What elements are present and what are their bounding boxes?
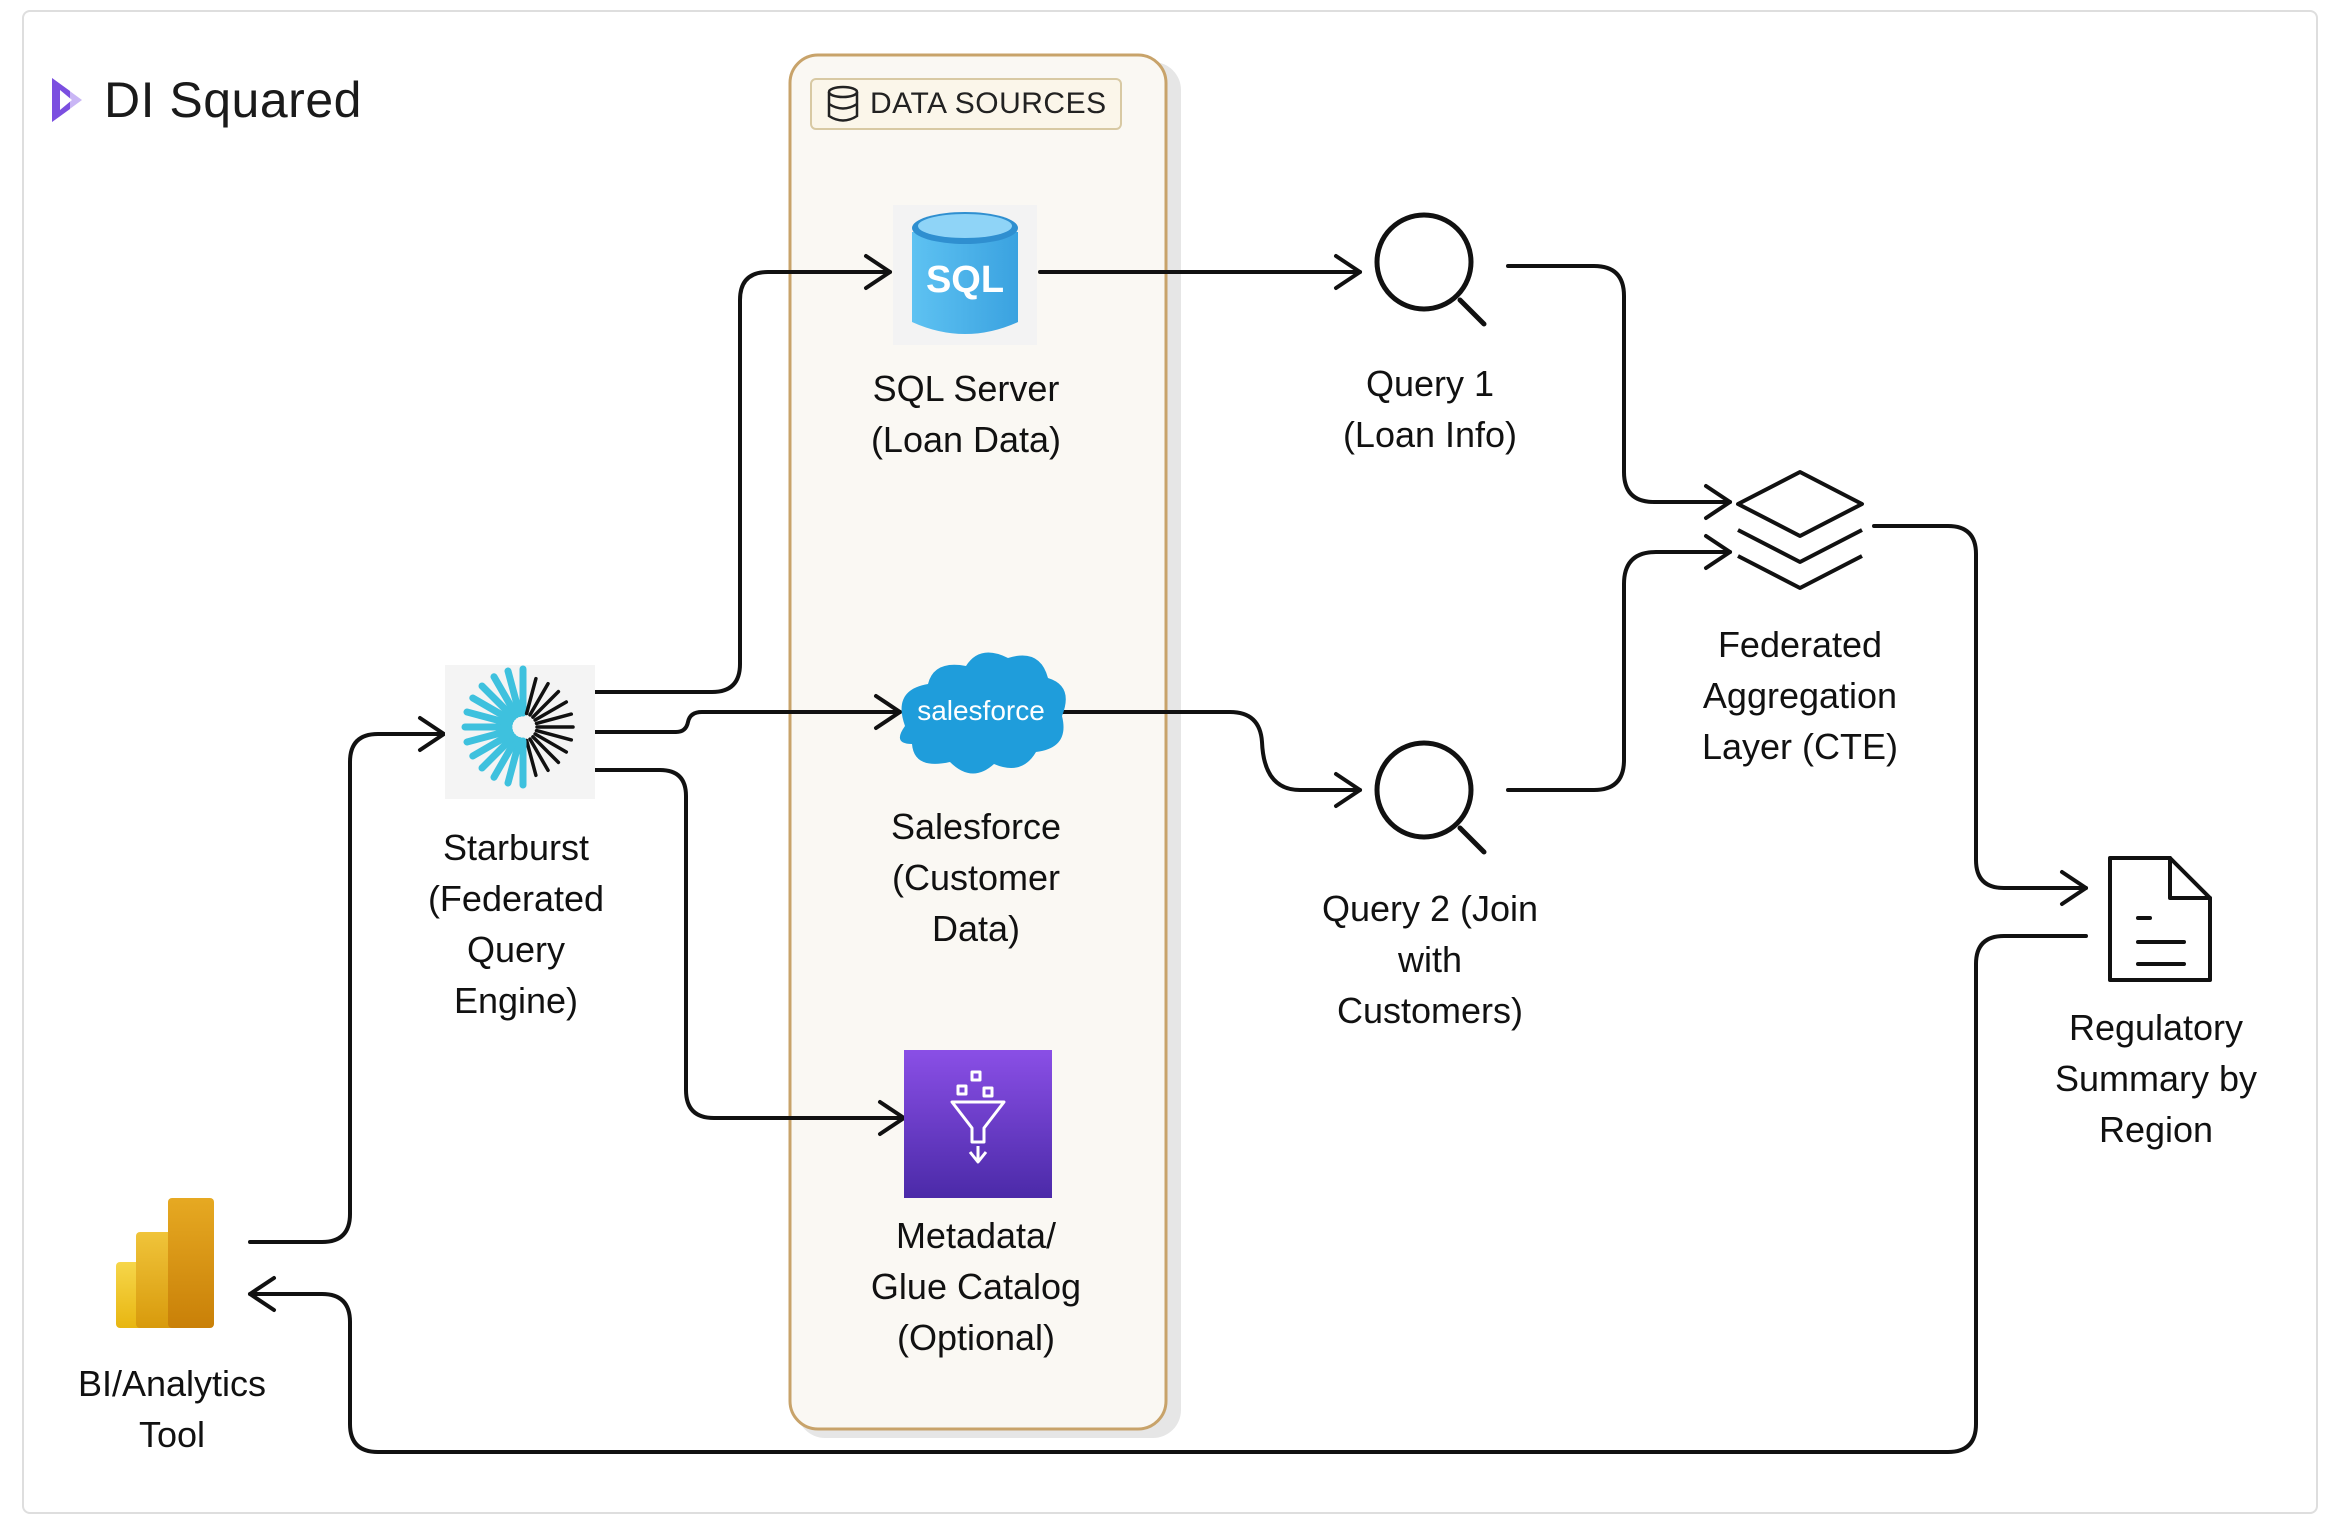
aggregation-label-line1: Federated: [1717, 624, 1883, 665]
query1-magnifier-icon: [1374, 212, 1487, 327]
salesforce-label-line3: Data): [931, 908, 1021, 949]
starburst-ray: [528, 737, 550, 773]
starburst-ray: [478, 733, 517, 772]
aggregation-label: Federated Aggregation Layer (CTE): [1660, 619, 1940, 772]
query2-label-line2: with: [1397, 939, 1463, 980]
glue-label-line1: Metadata/: [895, 1215, 1057, 1256]
starburst-ray: [490, 735, 520, 781]
arrowhead-query1: [1334, 254, 1362, 290]
starburst-ray: [531, 735, 561, 765]
salesforce-icon-text: salesforce: [917, 695, 1045, 726]
arrowhead-aggregation-bottom: [1704, 534, 1732, 570]
report-document-icon: [2108, 856, 2212, 982]
sql-server-icon: SQL: [893, 205, 1037, 345]
starburst-label-line4: Engine): [453, 980, 579, 1021]
data-sources-title: DATA SOURCES: [870, 87, 1107, 120]
starburst-ray: [533, 700, 569, 722]
arrowhead-aggregation-top: [1704, 484, 1732, 520]
glue-label-line2: Glue Catalog: [870, 1266, 1082, 1307]
starburst-label-line2: (Federated: [427, 878, 605, 919]
connector-starburst-to-glue: [590, 768, 906, 1120]
powerbi-icon: [116, 1198, 214, 1328]
brand-logo-icon: [52, 78, 82, 122]
brand: DI Squared: [48, 64, 362, 136]
connector-starburst-to-sql: [590, 270, 892, 694]
sql-server-label-line2: (Loan Data): [870, 419, 1062, 460]
arrowhead-query2: [1334, 772, 1362, 808]
report-label-line2: Summary by: [2054, 1058, 2258, 1099]
starburst-ray: [524, 738, 538, 778]
bi-tool-label-line2: Tool: [138, 1414, 206, 1455]
starburst-label: Starburst (Federated Query Engine): [396, 822, 636, 1026]
connector-salesforce-to-query2: [1060, 710, 1362, 792]
report-label: Regulatory Summary by Region: [2026, 1002, 2286, 1155]
starburst-ray: [534, 712, 574, 726]
connector-query1-to-aggregation: [1506, 264, 1732, 504]
starburst-ray: [478, 682, 517, 721]
starburst-ray: [469, 730, 515, 760]
report-label-line1: Regulatory: [2068, 1007, 2244, 1048]
query2-label: Query 2 (Join with Customers): [1290, 883, 1570, 1036]
arrowhead-report: [2060, 870, 2088, 906]
aggregation-label-line3: Layer (CTE): [1701, 726, 1899, 767]
starburst-ray: [533, 732, 569, 754]
bi-tool-label-line1: BI/Analytics: [77, 1363, 267, 1404]
glue-catalog-label: Metadata/ Glue Catalog (Optional): [826, 1210, 1126, 1363]
bi-tool-label: BI/Analytics Tool: [42, 1358, 302, 1460]
arrowhead-bi-starburst: [418, 716, 446, 752]
sql-icon-text: SQL: [926, 259, 1004, 301]
starburst-ray: [528, 681, 550, 717]
starburst-icon: [445, 665, 595, 799]
report-label-line3: Region: [2098, 1109, 2214, 1150]
query2-label-line3: Customers): [1336, 990, 1524, 1031]
starburst-ray: [504, 667, 523, 717]
starburst-label-line3: Query: [466, 929, 566, 970]
connector-starburst-to-salesforce: [590, 710, 902, 734]
sql-server-label-line1: SQL Server: [872, 368, 1060, 409]
query1-label-line1: Query 1: [1365, 363, 1495, 404]
starburst-ray: [463, 708, 513, 727]
aggregation-label-line2: Aggregation: [1702, 675, 1898, 716]
data-sources-title-badge: DATA SOURCES: [810, 78, 1122, 130]
connector-bi-to-starburst: [248, 732, 444, 1244]
starburst-ray: [463, 727, 513, 746]
arrowhead-bi: [248, 1276, 276, 1312]
database-icon: [827, 85, 859, 122]
brand-name: DI Squared: [104, 72, 362, 128]
salesforce-label-line2: (Customer: [891, 857, 1061, 898]
starburst-ray: [504, 737, 523, 787]
arrowhead-salesforce: [874, 694, 902, 730]
aggregation-layers-icon: [1736, 470, 1864, 590]
glue-label-line3: (Optional): [896, 1317, 1056, 1358]
sql-server-label: SQL Server (Loan Data): [826, 363, 1106, 465]
arrowhead-sql: [864, 254, 892, 290]
starburst-ray: [469, 694, 515, 724]
query1-label-line2: (Loan Info): [1342, 414, 1518, 455]
salesforce-icon: salesforce: [899, 652, 1066, 774]
salesforce-label-line1: Salesforce: [890, 806, 1062, 847]
connector-report-to-bi: [248, 934, 2088, 1454]
starburst-ray: [531, 689, 561, 719]
query2-magnifier-icon: [1374, 740, 1487, 855]
starburst-ray: [534, 728, 574, 742]
starburst-ray: [490, 673, 520, 719]
connector-aggregation-to-report: [1872, 524, 2088, 890]
query2-label-line1: Query 2 (Join: [1321, 888, 1539, 929]
starburst-ray: [524, 676, 538, 716]
query1-label: Query 1 (Loan Info): [1290, 358, 1570, 460]
glue-catalog-icon: [904, 1050, 1052, 1198]
starburst-label-line1: Starburst: [442, 827, 590, 868]
connector-query2-to-aggregation: [1506, 550, 1732, 792]
salesforce-label: Salesforce (Customer Data): [836, 801, 1116, 954]
